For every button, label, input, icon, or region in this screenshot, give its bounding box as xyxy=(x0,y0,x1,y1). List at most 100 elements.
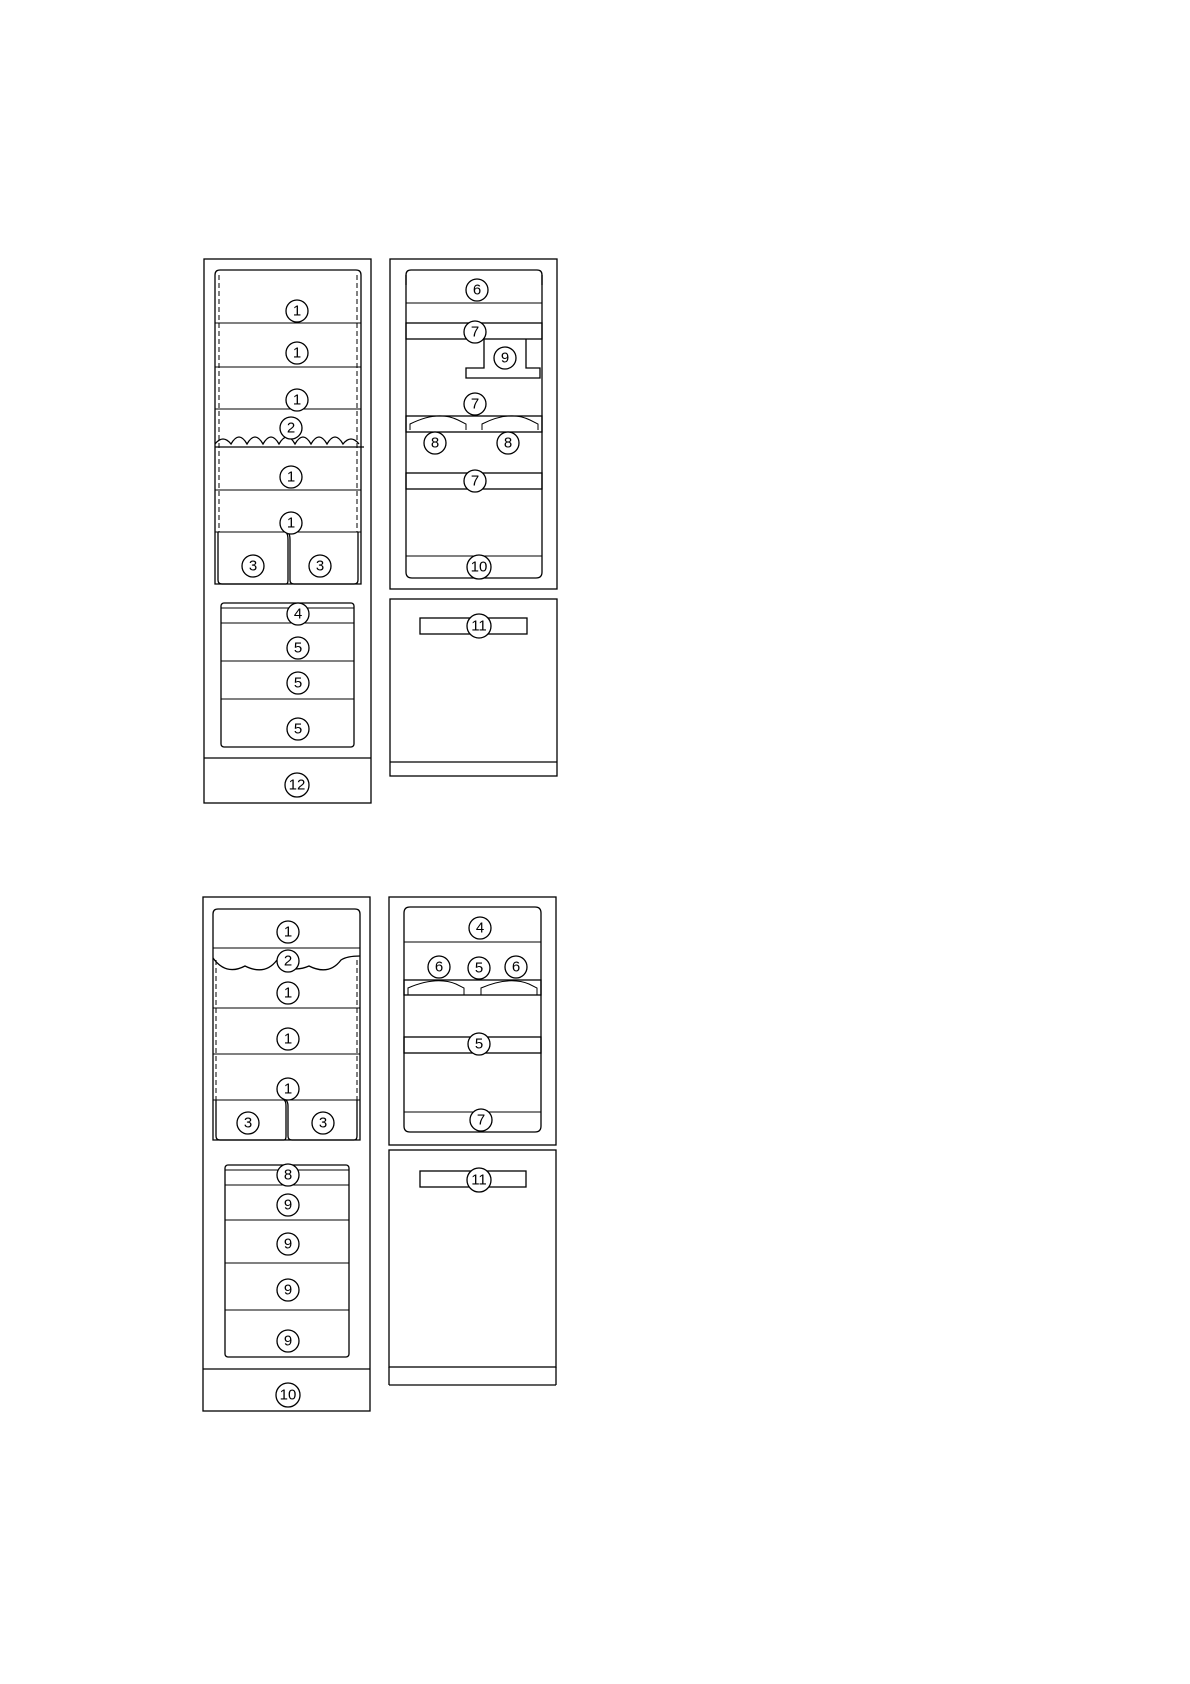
callout-label: 5 xyxy=(286,671,310,695)
svg-text:3: 3 xyxy=(249,558,257,575)
callout-label: 4 xyxy=(468,916,492,940)
svg-text:8: 8 xyxy=(284,1167,292,1184)
callout-label: 5 xyxy=(286,717,310,741)
svg-text:5: 5 xyxy=(475,960,483,977)
callout-label: 1 xyxy=(279,511,303,535)
svg-text:5: 5 xyxy=(294,675,302,692)
callout-label: 8 xyxy=(276,1163,300,1187)
egg-tray xyxy=(480,980,538,995)
callout-label: 5 xyxy=(286,636,310,660)
fridge-compartment xyxy=(212,908,361,1141)
svg-text:1: 1 xyxy=(284,1081,292,1098)
svg-text:1: 1 xyxy=(284,924,292,941)
callout-label: 4 xyxy=(286,602,310,626)
callout-label: 3 xyxy=(241,554,265,578)
callout-label: 2 xyxy=(279,416,303,440)
svg-text:1: 1 xyxy=(284,985,292,1002)
callout-label: 1 xyxy=(285,341,309,365)
svg-text:1: 1 xyxy=(293,303,301,320)
svg-text:3: 3 xyxy=(316,558,324,575)
callout-label: 11 xyxy=(466,1167,492,1193)
svg-text:7: 7 xyxy=(471,324,479,341)
svg-text:10: 10 xyxy=(471,559,488,576)
svg-text:3: 3 xyxy=(319,1115,327,1132)
callout-label: 5 xyxy=(467,1032,491,1056)
cabinet-outline xyxy=(203,258,372,804)
callout-label: 1 xyxy=(276,920,300,944)
svg-text:11: 11 xyxy=(471,1172,487,1189)
egg-tray xyxy=(481,415,539,430)
svg-text:5: 5 xyxy=(475,1036,483,1053)
svg-text:4: 4 xyxy=(476,920,484,937)
svg-text:6: 6 xyxy=(512,959,520,976)
crisper-drawer xyxy=(285,1099,358,1141)
svg-text:8: 8 xyxy=(431,435,439,452)
bottle-holder xyxy=(465,339,541,379)
callouts-2: 1 2 1 1 1 3 3 8 9 9 9 9 10 4 6 5 6 5 7 1… xyxy=(236,916,528,1408)
svg-text:7: 7 xyxy=(471,473,479,490)
egg-tray xyxy=(409,415,467,430)
callout-label: 1 xyxy=(285,388,309,412)
callout-label: 6 xyxy=(504,955,528,979)
callout-label: 9 xyxy=(276,1193,300,1217)
svg-text:1: 1 xyxy=(284,1031,292,1048)
freezer-compartment xyxy=(220,602,355,748)
door-shelf xyxy=(403,979,542,996)
svg-text:9: 9 xyxy=(284,1333,292,1350)
callout-label: 8 xyxy=(496,431,520,455)
svg-text:1: 1 xyxy=(293,345,301,362)
svg-text:9: 9 xyxy=(284,1236,292,1253)
callout-label: 9 xyxy=(276,1329,300,1353)
svg-text:12: 12 xyxy=(289,777,306,794)
svg-text:9: 9 xyxy=(284,1197,292,1214)
callout-label: 6 xyxy=(465,278,489,302)
svg-text:7: 7 xyxy=(471,396,479,413)
freezer-door xyxy=(389,598,558,777)
callout-label: 9 xyxy=(276,1278,300,1302)
egg-tray xyxy=(407,980,465,995)
fridge-compartment xyxy=(214,269,362,585)
svg-text:2: 2 xyxy=(287,420,295,437)
crisper-drawer xyxy=(217,531,289,585)
callout-label: 1 xyxy=(276,1027,300,1051)
callout-label: 9 xyxy=(493,346,517,370)
door-top-bin xyxy=(405,269,543,285)
callout-label: 1 xyxy=(285,299,309,323)
svg-text:1: 1 xyxy=(287,515,295,532)
svg-text:4: 4 xyxy=(294,606,302,623)
callout-label: 3 xyxy=(311,1111,335,1135)
callout-label: 8 xyxy=(423,431,447,455)
fridge-door xyxy=(389,258,558,590)
svg-text:9: 9 xyxy=(501,350,509,367)
svg-text:7: 7 xyxy=(477,1112,485,1129)
svg-text:1: 1 xyxy=(287,469,295,486)
callout-label: 9 xyxy=(276,1232,300,1256)
svg-text:11: 11 xyxy=(471,618,487,635)
fridge-diagram-1: 1 1 1 2 1 1 3 3 4 5 5 5 12 6 7 9 7 8 8 7… xyxy=(203,258,558,804)
callout-label: 1 xyxy=(276,1077,300,1101)
svg-text:8: 8 xyxy=(504,435,512,452)
svg-text:10: 10 xyxy=(280,1387,297,1404)
callout-label: 3 xyxy=(308,554,332,578)
callout-label: 7 xyxy=(463,469,487,493)
callout-label: 10 xyxy=(275,1382,301,1408)
svg-text:5: 5 xyxy=(294,721,302,738)
freezer-door xyxy=(388,1149,557,1368)
callout-label: 10 xyxy=(466,554,492,580)
svg-text:5: 5 xyxy=(294,640,302,657)
callout-label: 1 xyxy=(276,981,300,1005)
svg-text:1: 1 xyxy=(293,392,301,409)
callouts-1: 1 1 1 2 1 1 3 3 4 5 5 5 12 6 7 9 7 8 8 7… xyxy=(241,278,520,798)
callout-label: 5 xyxy=(467,956,491,980)
svg-text:6: 6 xyxy=(473,282,481,299)
callout-label: 2 xyxy=(276,949,300,973)
cabinet-outline xyxy=(202,896,371,1412)
door-shelf xyxy=(405,415,543,433)
callout-label: 7 xyxy=(469,1108,493,1132)
crisper-drawer xyxy=(287,531,359,585)
callout-label: 11 xyxy=(466,613,492,639)
callout-label: 3 xyxy=(236,1111,260,1135)
fridge-diagram-2: 1 2 1 1 1 3 3 8 9 9 9 9 10 4 6 5 6 5 7 1… xyxy=(202,896,557,1412)
crisper-drawer xyxy=(215,1099,287,1141)
